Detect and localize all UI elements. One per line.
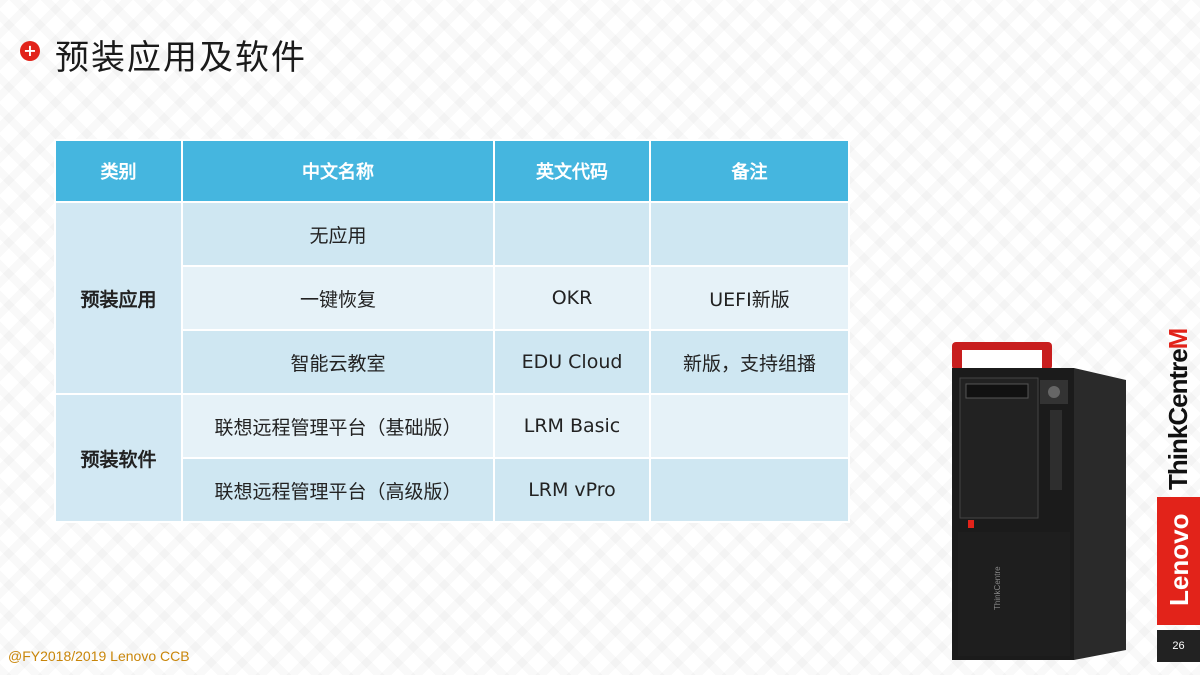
drive-bay [959, 377, 1039, 519]
lenovo-logo-bar [1157, 497, 1200, 625]
name-cell: 无应用 [181, 201, 495, 267]
thinkcentre-m-wordmark: ThinkCentreM [1158, 329, 1198, 490]
code-cell [493, 201, 651, 267]
software-table: 类别 中文名称 英文代码 备注 预装应用 无应用 一键恢复 OKR UEFI新版… [54, 139, 850, 523]
note-cell [649, 457, 850, 523]
page-title: 预装应用及软件 [55, 38, 307, 78]
column-header-chinese-name: 中文名称 [181, 139, 495, 203]
name-cell: 联想远程管理平台（高级版） [181, 457, 495, 523]
plus-circle-icon: + [20, 41, 40, 61]
code-cell: OKR [493, 265, 651, 331]
table-row: 智能云教室 EDU Cloud 新版，支持组播 [55, 329, 850, 395]
code-cell: LRM vPro [493, 457, 651, 523]
desktop-tower-illustration: ThinkCentre [952, 342, 1126, 660]
column-header-english-code: 英文代码 [493, 139, 651, 203]
code-cell: LRM Basic [493, 393, 651, 459]
note-cell: UEFI新版 [649, 265, 850, 331]
table-header-row: 类别 中文名称 英文代码 备注 [54, 139, 850, 203]
optical-drive [965, 383, 1029, 399]
column-header-note: 备注 [649, 139, 850, 203]
note-cell [649, 201, 850, 267]
name-cell: 联想远程管理平台（基础版） [181, 393, 495, 459]
table-row: 一键恢复 OKR UEFI新版 [55, 265, 850, 331]
table-row: 预装应用 无应用 [54, 201, 850, 395]
code-cell: EDU Cloud [493, 329, 651, 395]
io-ports [1050, 410, 1062, 490]
indicator-light [968, 520, 974, 528]
note-cell [649, 393, 850, 459]
column-header-category: 类别 [54, 139, 183, 203]
category-cell: 预装软件 [54, 393, 183, 523]
series-name: ThinkCentre [1163, 349, 1193, 490]
lenovo-logo: Lenovo [1164, 513, 1194, 607]
name-cell: 一键恢复 [181, 265, 495, 331]
note-cell: 新版，支持组播 [649, 329, 850, 395]
tower-handle-gap [962, 350, 1042, 370]
name-cell: 智能云教室 [181, 329, 495, 395]
table-row: 预装软件 联想远程管理平台（基础版） LRM Basic [54, 393, 850, 523]
tower-side [1074, 368, 1126, 660]
table-row: 联想远程管理平台（高级版） LRM vPro [55, 457, 850, 523]
page-number: 26 [1157, 630, 1200, 662]
series-letter: M [1163, 328, 1193, 350]
power-button [1048, 386, 1060, 398]
footer-copyright: @FY2018/2019 Lenovo CCB [8, 648, 190, 664]
front-mesh [958, 532, 1070, 656]
category-cell: 预装应用 [54, 201, 183, 395]
front-logo-mark: ThinkCentre [993, 566, 1002, 610]
